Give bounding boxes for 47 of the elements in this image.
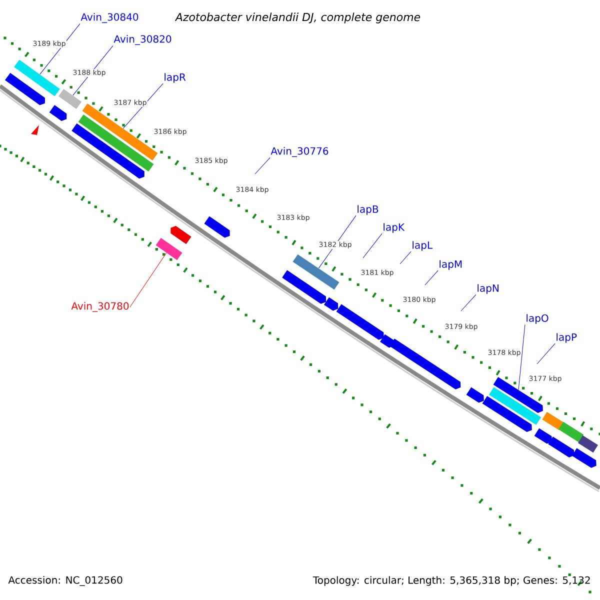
leader-line <box>536 343 556 364</box>
gene-label: Avin_30840 <box>80 13 138 23</box>
gene-block <box>482 396 532 432</box>
gene-block <box>282 270 326 304</box>
gene-block <box>156 238 182 260</box>
leader-line <box>460 294 476 312</box>
gene-block <box>5 72 45 106</box>
leader-line <box>254 157 270 174</box>
gene-block <box>542 412 564 430</box>
gene-block <box>534 428 552 444</box>
gene-label: Avin_30776 <box>270 147 328 157</box>
gene-block <box>572 448 596 468</box>
leader-line <box>400 251 412 264</box>
gene-block <box>548 436 574 458</box>
gene-label: lapO <box>526 314 548 324</box>
leader-line <box>518 324 526 390</box>
gene-block <box>324 297 338 311</box>
gene-block <box>336 304 384 340</box>
genome-info-text: Topology: circular; Length: 5,365,318 bp; Genes: 5,132 <box>312 576 590 586</box>
title: Azotobacter vinelandii DJ, complete genome <box>174 12 420 24</box>
gene-block <box>14 60 60 96</box>
gene-block <box>78 114 154 172</box>
gene-block <box>58 88 82 110</box>
gene-label: lapN <box>478 284 498 294</box>
leader-line <box>122 83 164 129</box>
gene-label: lapR <box>164 73 186 83</box>
gene-label: lapM <box>440 260 462 270</box>
leader-line <box>130 252 167 308</box>
leader-line <box>362 233 382 258</box>
gene-block <box>204 216 230 238</box>
gene-block <box>558 422 584 442</box>
gene-label: lapL <box>412 241 432 251</box>
gene-block <box>170 226 192 244</box>
gene-label: Avin_30780 <box>71 302 129 312</box>
gene-block <box>578 435 598 453</box>
gene-label: lapK <box>384 223 405 233</box>
gene-block <box>292 254 340 290</box>
gene-block <box>390 338 461 390</box>
gene-block <box>489 387 542 425</box>
gene-block <box>72 123 144 179</box>
gene-label: lapP <box>556 333 577 343</box>
leader-line <box>424 270 438 286</box>
gene-label: lapB <box>358 205 378 215</box>
accession-text: Accession: NC_012560 <box>8 576 122 586</box>
gene-block <box>466 387 484 403</box>
gene-label: Avin_30820 <box>114 35 172 45</box>
gene-block <box>49 105 67 121</box>
